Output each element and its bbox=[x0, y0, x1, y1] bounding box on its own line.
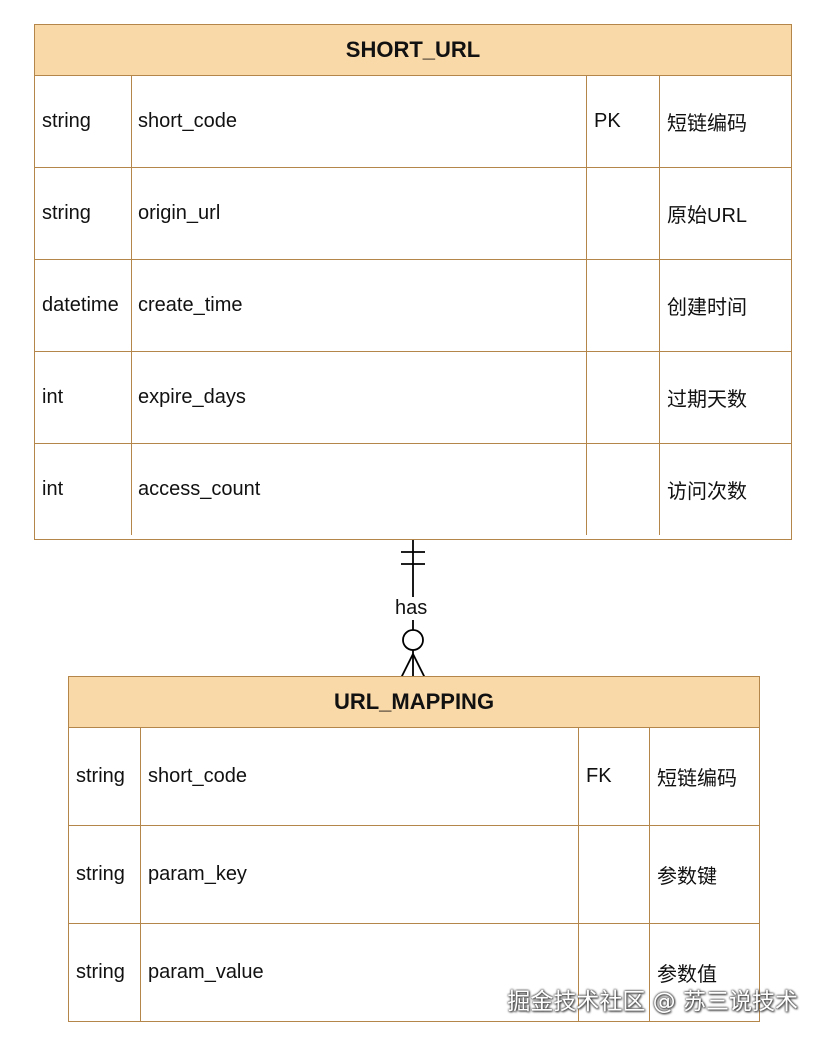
field-comment: 访问次数 bbox=[667, 481, 747, 503]
url-mapping-title: URL_MAPPING bbox=[69, 677, 759, 728]
field-comment: 参数键 bbox=[657, 866, 717, 888]
short-url-row-origin-url: string origin_url 原始URL bbox=[35, 168, 791, 260]
url-mapping-row-param-key: string param_key 参数键 bbox=[69, 826, 759, 924]
url-mapping-col-divider-2 bbox=[578, 728, 579, 1021]
field-name: param_value bbox=[148, 961, 264, 983]
url-mapping-col-divider-1 bbox=[140, 728, 141, 1021]
short-url-col-divider-1 bbox=[131, 76, 132, 535]
many-foot-right bbox=[412, 653, 426, 679]
field-name: create_time bbox=[138, 294, 243, 316]
field-comment: 短链编码 bbox=[657, 768, 737, 790]
field-comment: 原始URL bbox=[667, 205, 748, 227]
field-type: string bbox=[76, 863, 125, 885]
short-url-row-expire-days: int expire_days 过期天数 bbox=[35, 352, 791, 444]
url-mapping-entity: URL_MAPPING string short_code FK 短链编码 st… bbox=[68, 676, 760, 1022]
url-mapping-row-short-code: string short_code FK 短链编码 bbox=[69, 728, 759, 826]
field-type: string bbox=[42, 110, 91, 132]
many-foot-left bbox=[400, 653, 414, 679]
short-url-row-access-count: int access_count 访问次数 bbox=[35, 444, 791, 535]
field-name: param_key bbox=[148, 863, 247, 885]
field-comment: 参数值 bbox=[657, 964, 717, 986]
short-url-col-divider-3 bbox=[659, 76, 660, 535]
field-type: string bbox=[76, 961, 125, 983]
field-type: string bbox=[76, 765, 125, 787]
field-type: int bbox=[42, 386, 64, 408]
field-type: string bbox=[42, 202, 91, 224]
field-key: FK bbox=[586, 765, 612, 787]
field-name: short_code bbox=[138, 110, 237, 132]
short-url-row-create-time: datetime create_time 创建时间 bbox=[35, 260, 791, 352]
field-name: expire_days bbox=[138, 386, 246, 408]
field-type: datetime bbox=[42, 294, 119, 316]
zero-circle bbox=[402, 629, 424, 651]
watermark: 掘金技术社区 @ 苏三说技术 bbox=[507, 989, 798, 1015]
url-mapping-row-param-value: string param_value 参数值 bbox=[69, 924, 759, 1021]
field-name: access_count bbox=[138, 478, 261, 500]
short-url-title: SHORT_URL bbox=[35, 25, 791, 76]
short-url-entity: SHORT_URL string short_code PK 短链编码 stri… bbox=[34, 24, 792, 540]
short-url-row-short-code: string short_code PK 短链编码 bbox=[35, 76, 791, 168]
field-comment: 创建时间 bbox=[667, 297, 747, 319]
relationship-label: has bbox=[393, 597, 430, 620]
field-comment: 过期天数 bbox=[667, 389, 747, 411]
field-name: origin_url bbox=[138, 202, 221, 224]
field-type: int bbox=[42, 478, 64, 500]
short-url-col-divider-2 bbox=[586, 76, 587, 535]
field-name: short_code bbox=[148, 765, 247, 787]
field-key: PK bbox=[594, 110, 621, 132]
field-comment: 短链编码 bbox=[667, 113, 747, 135]
url-mapping-col-divider-3 bbox=[649, 728, 650, 1021]
